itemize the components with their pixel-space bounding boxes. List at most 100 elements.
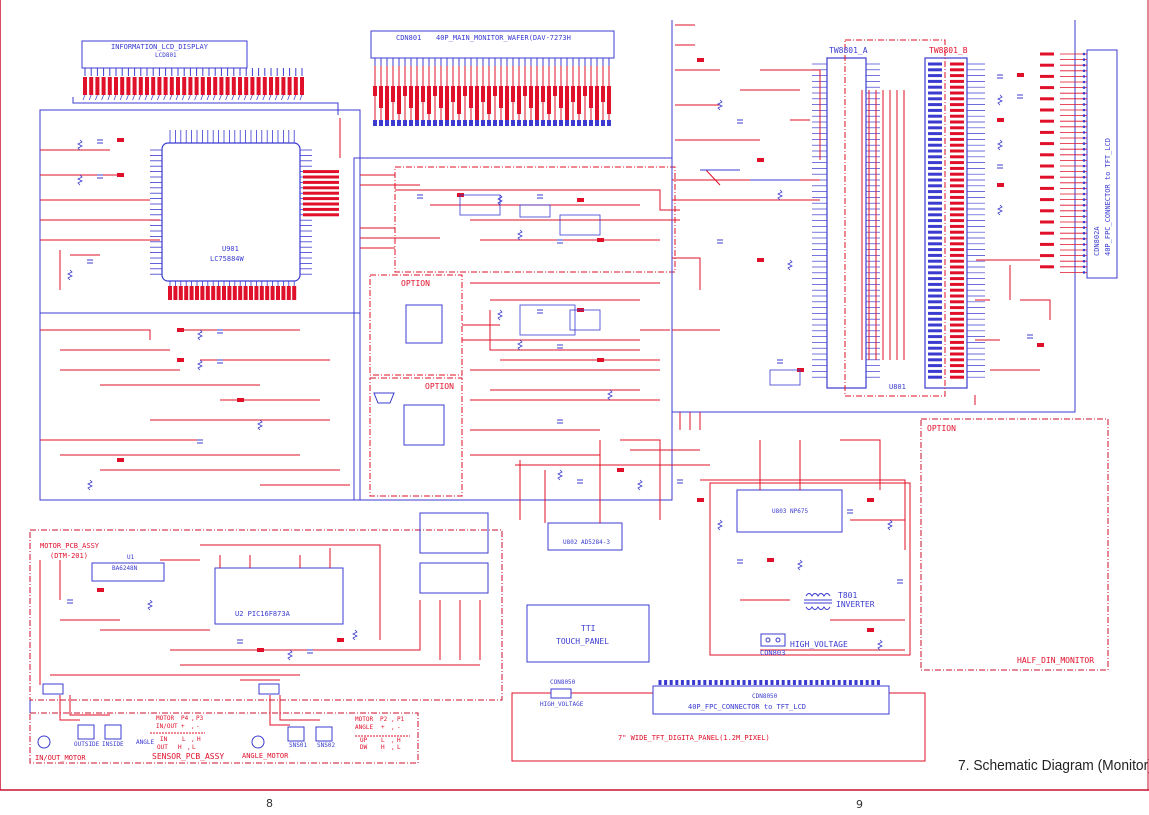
bottom-fpc-pin [697, 680, 701, 685]
sensor-table-row0-0: IN/OUT [156, 723, 178, 730]
tw-b-inner-label [928, 224, 942, 228]
wire [672, 257, 701, 290]
fpc-pin [1082, 215, 1086, 218]
u901-pins [150, 130, 339, 300]
resistor-symbol [287, 649, 293, 661]
fpc-pin [1082, 69, 1086, 73]
wafer-pin-ground [595, 120, 599, 126]
tw-b-inner-label [928, 369, 942, 373]
wire [760, 69, 821, 160]
tw-b-inner-label [928, 178, 942, 182]
fpc-right-box [1086, 49, 1118, 279]
wafer-pin-ground [427, 120, 431, 126]
inverter-wire-frame [709, 482, 911, 656]
touch-panel-line2: TOUCH_PANEL [556, 637, 609, 646]
u901-net-label [222, 286, 226, 300]
lcd-pin-net-label [107, 77, 112, 95]
tw-b-inner-label [928, 207, 942, 211]
lcd-pin-net-label [101, 77, 106, 95]
fpc-pin [1082, 187, 1086, 190]
fpc-net-label [1040, 63, 1054, 67]
angle-table-row0-0: ANGLE [355, 724, 374, 731]
bottom-fpc-pin [708, 680, 712, 685]
resistor-symbol [997, 139, 1003, 151]
u901-net-label [265, 286, 270, 300]
right-region-frame [671, 20, 1076, 413]
sensor-pcb-frame [29, 712, 419, 764]
ic-symbol [769, 369, 801, 386]
wafer-net-label [487, 86, 491, 114]
wafer-pin-ground [397, 120, 401, 126]
wire [69, 695, 110, 716]
fpc-net-label [1040, 175, 1054, 179]
resistor-symbol [77, 139, 83, 151]
fpc-pin [1082, 103, 1086, 106]
u803-chip [736, 489, 843, 533]
wafer-net-label [445, 86, 449, 120]
fpc-pin [1082, 58, 1086, 61]
u901-ref: U901 [222, 245, 239, 253]
fpc-pin [1082, 198, 1086, 201]
u901-net-label [205, 286, 210, 300]
wafer-pin-ground [415, 120, 419, 126]
angle-table-header-2: , [391, 716, 395, 723]
tw-b-net-label [950, 213, 964, 217]
tw-b-inner-label [928, 364, 942, 368]
tw-b-net-label [950, 300, 964, 304]
page-title: 7. Schematic Diagram (Monitor) [958, 757, 1149, 774]
lcd-pin-net-label [95, 77, 100, 95]
info-lcd-name: INFORMATION_LCD_DISPLAY [111, 43, 208, 51]
fpc-pin [1082, 131, 1086, 134]
angle-table-header-3: P1 [397, 716, 405, 723]
bottom-fpc-pin [748, 680, 752, 685]
lcd-pin-net-label [275, 77, 280, 95]
fpc-net-label [1040, 86, 1054, 90]
wafer-pin-ground [463, 120, 467, 126]
page-number-left: 8 [266, 797, 273, 810]
u901-net-label [292, 286, 297, 300]
lcd-pin-net-label [138, 77, 143, 95]
wafer-pin-ground [535, 120, 539, 126]
fpc-pin [1082, 159, 1086, 162]
tw-b-net-label [950, 259, 964, 263]
ic-symbol [569, 309, 601, 331]
fpc-pin [1082, 147, 1086, 151]
tw-b-inner-label [928, 195, 942, 199]
tw8801-b-label: TW8801_B [929, 46, 968, 55]
u901-net-label [270, 286, 275, 300]
fpc-pin [1082, 108, 1086, 112]
wafer-pin-ground [487, 120, 491, 126]
fpc-net-label [1040, 242, 1054, 246]
tw-b-net-label [950, 172, 964, 176]
bottom-fpc-pin [809, 680, 813, 685]
tw-b-net-label [950, 277, 964, 281]
lcd-pin-stub [144, 94, 148, 101]
bottom-fpc-pin [787, 680, 791, 685]
lcd-pin-stub [126, 94, 129, 101]
lcd-pin-net-label [281, 77, 286, 95]
lcd-pin-stub [268, 94, 272, 101]
angle-motor-symbol [251, 735, 265, 749]
u901-right-net [303, 197, 339, 201]
lcd-pin-stub [163, 94, 166, 101]
lcd-pin-stub [212, 94, 216, 101]
fpc-pin [1082, 170, 1086, 173]
angle-table-row1-3: H [397, 737, 401, 744]
fpc-net-label [1040, 52, 1054, 56]
tw-b-inner-label [928, 317, 942, 321]
bottom-fpc-pin [720, 680, 724, 685]
tw-b-inner-label [928, 62, 942, 66]
lcd-pin-stub [200, 94, 204, 101]
wafer-net-label [433, 86, 437, 96]
net-label-tag [617, 468, 624, 472]
wafer-net-label [457, 86, 461, 114]
tw-b-inner-label [928, 358, 942, 362]
tw-b-inner-label [928, 248, 942, 252]
fpc-right-name: 40P_FPC_CONNECTOR to TFT_LCD [1104, 137, 1112, 256]
sensor-table-row2-1: H [178, 744, 182, 751]
wafer-pin-ground [457, 120, 461, 126]
lcd-pin-stub [169, 94, 173, 101]
lcd-pin-net-label [256, 77, 261, 95]
net-label-tag [797, 368, 804, 372]
